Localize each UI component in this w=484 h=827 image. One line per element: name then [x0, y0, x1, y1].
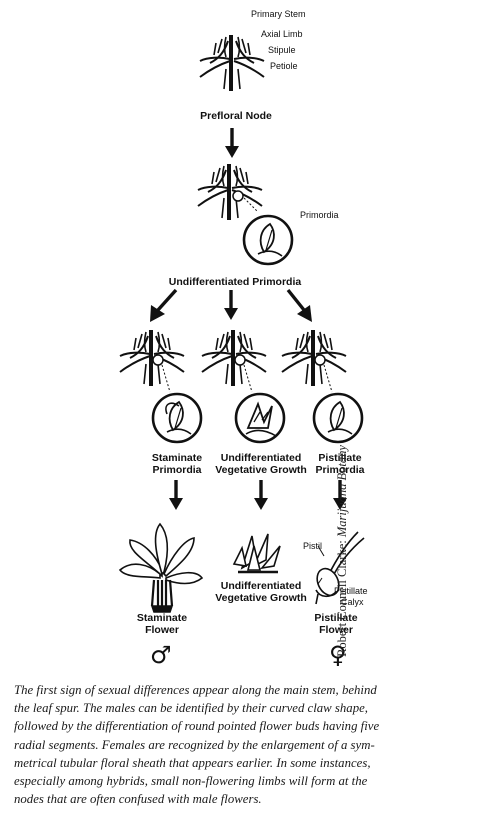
- node-right: [281, 329, 347, 387]
- caption: The first sign of sexual differences app…: [14, 681, 474, 808]
- credit-book: Marijuana Botany: [335, 445, 349, 538]
- vegetative-growth-bud: [234, 392, 286, 444]
- label-staminate-flower-1: Staminate: [136, 612, 188, 624]
- node-left: [119, 329, 185, 387]
- primordia-bud: [242, 214, 294, 266]
- label-pistillate: Pistillate: [334, 586, 368, 596]
- node-middle: [201, 329, 267, 387]
- label-undifferentiated-primordia: Undifferentiated Primordia: [168, 276, 302, 288]
- label-undiff-vegetative-result-1: Undifferentiated: [220, 580, 302, 592]
- arrow-middle: [222, 288, 240, 322]
- label-pistillate-primordia-1: Pistillate: [318, 452, 362, 464]
- caption-line: especially among hybrids, small non-flow…: [14, 774, 368, 789]
- arrow-right: [286, 288, 312, 322]
- caption-line: radial segments. Females are recognized …: [14, 737, 375, 752]
- label-pistil: Pistil: [303, 541, 323, 551]
- label-prefloral-node: Prefloral Node: [200, 110, 272, 122]
- female-symbol-icon: ♀: [329, 641, 347, 669]
- arrow-left: [150, 288, 178, 322]
- vegetative-growth-drawing: [232, 533, 281, 574]
- node-with-primordia-drawing: [197, 163, 263, 221]
- caption-line: the leaf spur. The males can be identifi…: [14, 701, 368, 716]
- label-petiole: Petiole: [270, 61, 298, 71]
- caption-line: metrical tubular floral sheath that appe…: [14, 755, 371, 770]
- label-staminate-flower-2: Flower: [145, 624, 179, 636]
- pistillate-flower-drawing: [315, 531, 365, 605]
- label-primordia: Primordia: [300, 210, 339, 220]
- arrow-1: [223, 126, 241, 160]
- label-stipule: Stipule: [268, 45, 296, 55]
- caption-line: nodes that are often confused with male …: [14, 792, 262, 807]
- label-undiff-vegetative-2: Vegetative Growth: [215, 464, 307, 476]
- credit-text: Robert Connell Clarke: Marijuana Botany: [334, 436, 350, 666]
- label-primary-stem: Primary Stem: [251, 9, 306, 19]
- credit-author: Robert Connell Clarke:: [335, 540, 349, 657]
- label-calyx: Calyx: [341, 597, 364, 607]
- staminate-primordia-bud: [151, 392, 203, 444]
- label-pistillate-flower-2: Flower: [319, 624, 353, 636]
- staminate-flower-drawing: [118, 522, 204, 613]
- label-pistillate-flower-1: Pistillate: [314, 612, 358, 624]
- pistillate-primordia-bud: [312, 392, 364, 444]
- label-axial-limb: Axial Limb: [261, 29, 303, 39]
- arrow-vegetative: [252, 478, 270, 512]
- label-staminate-primordia-2: Primordia: [152, 464, 202, 476]
- caption-line: The first sign of sexual differences app…: [14, 683, 377, 697]
- label-undiff-vegetative-result-2: Vegetative Growth: [215, 592, 307, 604]
- male-symbol-icon: ♂: [150, 641, 172, 669]
- arrow-staminate: [167, 478, 185, 512]
- caption-line: followed by the differentiation of round…: [14, 719, 380, 734]
- label-staminate-primordia-1: Staminate: [151, 452, 203, 464]
- label-undiff-vegetative-1: Undifferentiated: [220, 452, 302, 464]
- prefloral-node-drawing: [199, 34, 265, 92]
- label-pistillate-primordia-2: Primordia: [315, 464, 365, 476]
